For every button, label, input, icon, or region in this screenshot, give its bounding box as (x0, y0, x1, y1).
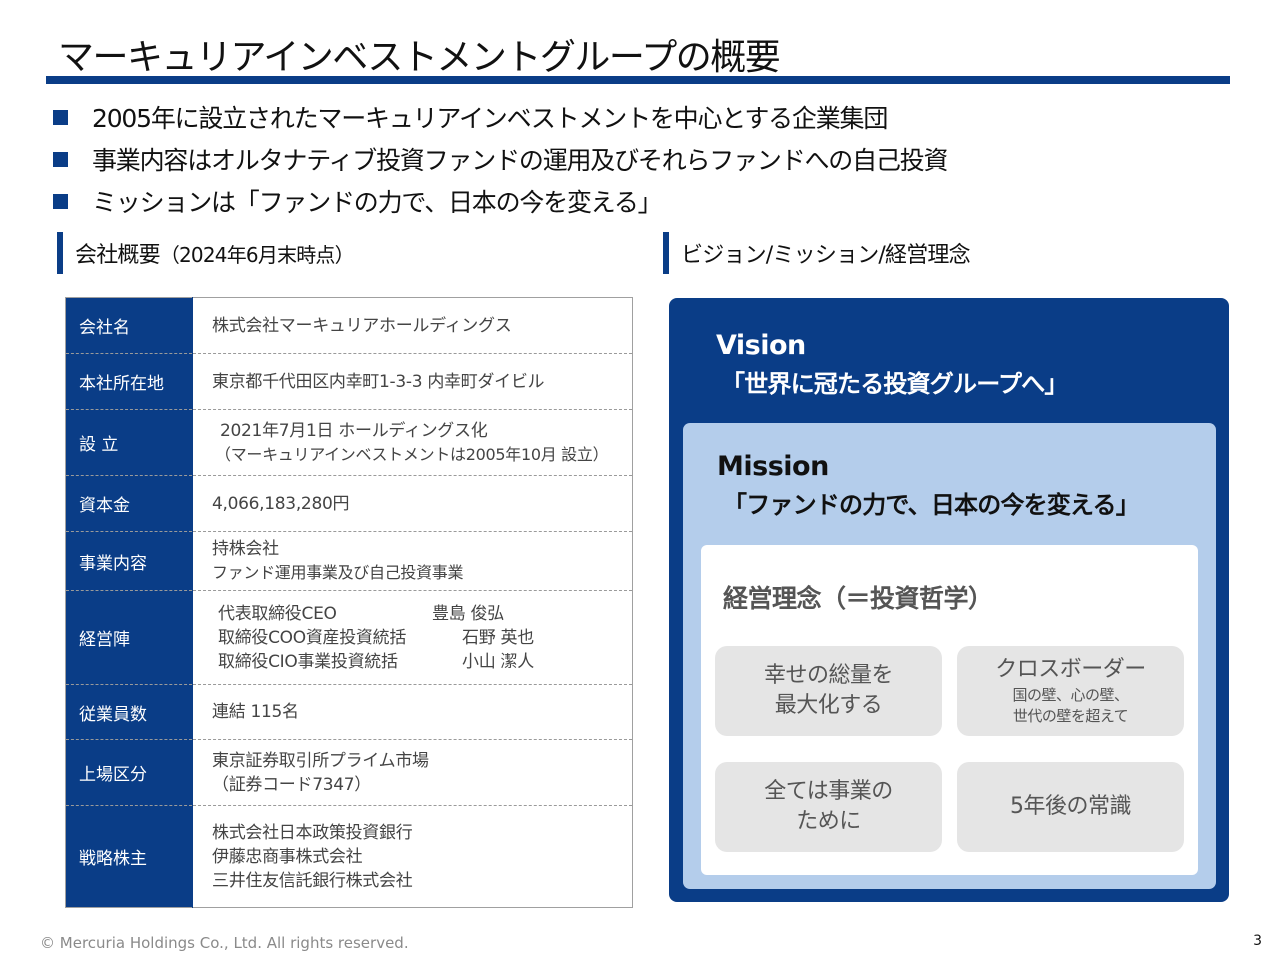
table-row: 従業員数 連結 115名 (65, 684, 633, 740)
mission-statement: 「ファンドの力で、日本の今を変える」 (723, 491, 1140, 519)
vision-statement: 「世界に冠たる投資グループへ」 (721, 370, 1068, 398)
heading-accent-bar (57, 232, 63, 274)
row-value: 東京証券取引所プライム市場 （証券コード7347） (192, 739, 633, 806)
page-number: 3 (1253, 933, 1262, 949)
table-row: 上場区分 東京証券取引所プライム市場 （証券コード7347） (65, 739, 633, 806)
row-value: 東京都千代田区内幸町1-3-3 内幸町ダイビル (192, 353, 633, 410)
table-row: 経営陣 代表取締役CEO 豊島 俊弘 取締役COO資産投資統括 石野 英也 取締… (65, 590, 633, 685)
row-key: 事業内容 (65, 531, 193, 591)
vision-heading-text: ビジョン/ミッション/経営理念 (681, 243, 971, 268)
mission-title: Mission (717, 451, 829, 482)
row-key: 従業員数 (65, 684, 193, 740)
bullet-item: ミッションは「ファンドの力で、日本の今を変える」 (50, 180, 947, 222)
philosophy-card-five-years: 5年後の常識 (957, 762, 1184, 852)
row-value: 株式会社マーキュリアホールディングス (192, 297, 633, 354)
row-value: 4,066,183,280円 (192, 475, 633, 532)
row-value: 株式会社日本政策投資銀行 伊藤忠商事株式会社 三井住友信託銀行株式会社 (192, 805, 633, 908)
table-row: 設 立 2021年7月1日 ホールディングス化 （マーキュリアインベストメントは… (65, 409, 633, 476)
company-overview-heading: 会社概要（2024年6月末時点） (57, 232, 355, 274)
bullet-text: 事業内容はオルタナティブ投資ファンドの運用及びそれらファンドへの自己投資 (92, 146, 949, 175)
square-bullet-icon (53, 193, 68, 209)
vision-panel: Vision 「世界に冠たる投資グループへ」 Mission 「ファンドの力で、… (669, 298, 1229, 902)
page-title: マーキュリアインベストメントグループの概要 (58, 37, 781, 78)
row-key: 戦略株主 (65, 805, 193, 908)
table-row: 事業内容 持株会社 ファンド運用事業及び自己投資事業 (65, 531, 633, 591)
bullet-text: ミッションは「ファンドの力で、日本の今を変える」 (92, 188, 663, 217)
philosophy-card-crossborder: クロスボーダー 国の壁、心の壁、 世代の壁を超えて (957, 646, 1184, 736)
row-value: 代表取締役CEO 豊島 俊弘 取締役COO資産投資統括 石野 英也 取締役CIO… (192, 590, 633, 685)
row-key: 会社名 (65, 297, 193, 354)
table-row: 資本金 4,066,183,280円 (65, 475, 633, 532)
philosophy-card-business: 全ては事業の ために (715, 762, 942, 852)
row-key: 経営陣 (65, 590, 193, 685)
vision-mission-heading: ビジョン/ミッション/経営理念 (663, 232, 971, 274)
mission-panel: Mission 「ファンドの力で、日本の今を変える」 経営理念（＝投資哲学） 幸… (683, 423, 1216, 889)
management-entry: 取締役CIO事業投資統括 小山 潔人 (218, 651, 534, 672)
table-row: 本社所在地 東京都千代田区内幸町1-3-3 内幸町ダイビル (65, 353, 633, 410)
company-heading-note: （2024年6月末時点） (159, 243, 355, 267)
row-key: 本社所在地 (65, 353, 193, 410)
philosophy-panel: 経営理念（＝投資哲学） 幸せの総量を 最大化する クロスボーダー 国の壁、心の壁… (701, 545, 1198, 875)
row-key: 上場区分 (65, 739, 193, 806)
title-rule (46, 76, 1230, 84)
table-row: 会社名 株式会社マーキュリアホールディングス (65, 297, 633, 354)
bullet-item: 事業内容はオルタナティブ投資ファンドの運用及びそれらファンドへの自己投資 (50, 138, 949, 180)
square-bullet-icon (53, 109, 68, 125)
management-entry: 代表取締役CEO 豊島 俊弘 (218, 603, 504, 624)
bullet-text: 2005年に設立されたマーキュリアインベストメントを中心とする企業集団 (92, 104, 888, 133)
row-value: 2021年7月1日 ホールディングス化 （マーキュリアインベストメントは2005… (192, 409, 633, 476)
bullet-item: 2005年に設立されたマーキュリアインベストメントを中心とする企業集団 (50, 96, 947, 138)
vision-title: Vision (716, 330, 806, 361)
company-heading-text: 会社概要 (75, 243, 161, 268)
row-key: 資本金 (65, 475, 193, 532)
company-info-table: 会社名 株式会社マーキュリアホールディングス 本社所在地 東京都千代田区内幸町1… (65, 297, 633, 908)
table-row: 戦略株主 株式会社日本政策投資銀行 伊藤忠商事株式会社 三井住友信託銀行株式会社 (65, 805, 633, 908)
row-value: 持株会社 ファンド運用事業及び自己投資事業 (192, 531, 633, 591)
philosophy-title: 経営理念（＝投資哲学） (723, 584, 993, 613)
heading-accent-bar (663, 232, 669, 274)
management-entry: 取締役COO資産投資統括 石野 英也 (218, 627, 534, 648)
square-bullet-icon (53, 151, 68, 167)
row-key: 設 立 (65, 409, 193, 476)
row-value: 連結 115名 (192, 684, 633, 740)
copyright-footer: © Mercuria Holdings Co., Ltd. All rights… (40, 934, 409, 952)
summary-bullets: 2005年に設立されたマーキュリアインベストメントを中心とする企業集団 事業内容… (50, 96, 949, 222)
philosophy-card-happiness: 幸せの総量を 最大化する (715, 646, 942, 736)
